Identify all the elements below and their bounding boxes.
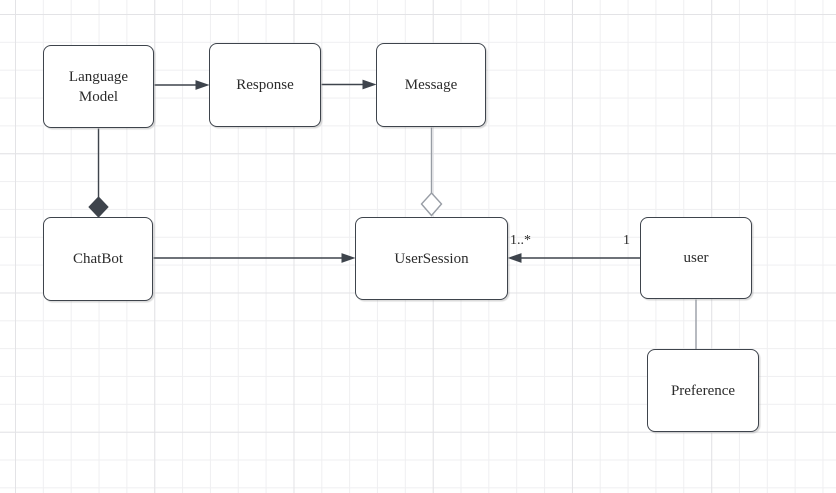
class-node-message[interactable]: Message [376,43,486,127]
class-node-label: Language Model [68,68,129,105]
class-node-user-session[interactable]: UserSession [355,217,508,300]
edge-message-to-user-session-aggregation[interactable] [420,127,443,217]
class-node-user[interactable]: user [640,217,752,299]
edge-user-to-user-session[interactable] [507,253,640,263]
edge-language-model-to-response[interactable] [154,80,210,90]
class-node-chatbot[interactable]: ChatBot [43,217,153,301]
edge-chatbot-to-user-session[interactable] [153,253,356,263]
class-node-response[interactable]: Response [209,43,321,127]
filled-diamond-icon [88,196,109,218]
multiplicity-label-target: 1..* [510,233,531,248]
hollow-diamond-icon [420,191,443,217]
class-node-label: Response [236,77,294,93]
multiplicity-label-source: 1 [623,233,630,248]
class-node-label: user [683,250,709,266]
edge-response-to-message[interactable] [321,79,377,90]
class-node-language-model[interactable]: Language Model [43,45,154,128]
class-node-label: UserSession [394,250,469,267]
class-node-preference[interactable]: Preference [647,349,759,432]
class-node-label: ChatBot [72,251,123,267]
class-node-label: Message [404,77,458,93]
class-node-label: Preference [670,382,736,399]
edge-language-model-to-chatbot-composition[interactable] [88,128,109,218]
